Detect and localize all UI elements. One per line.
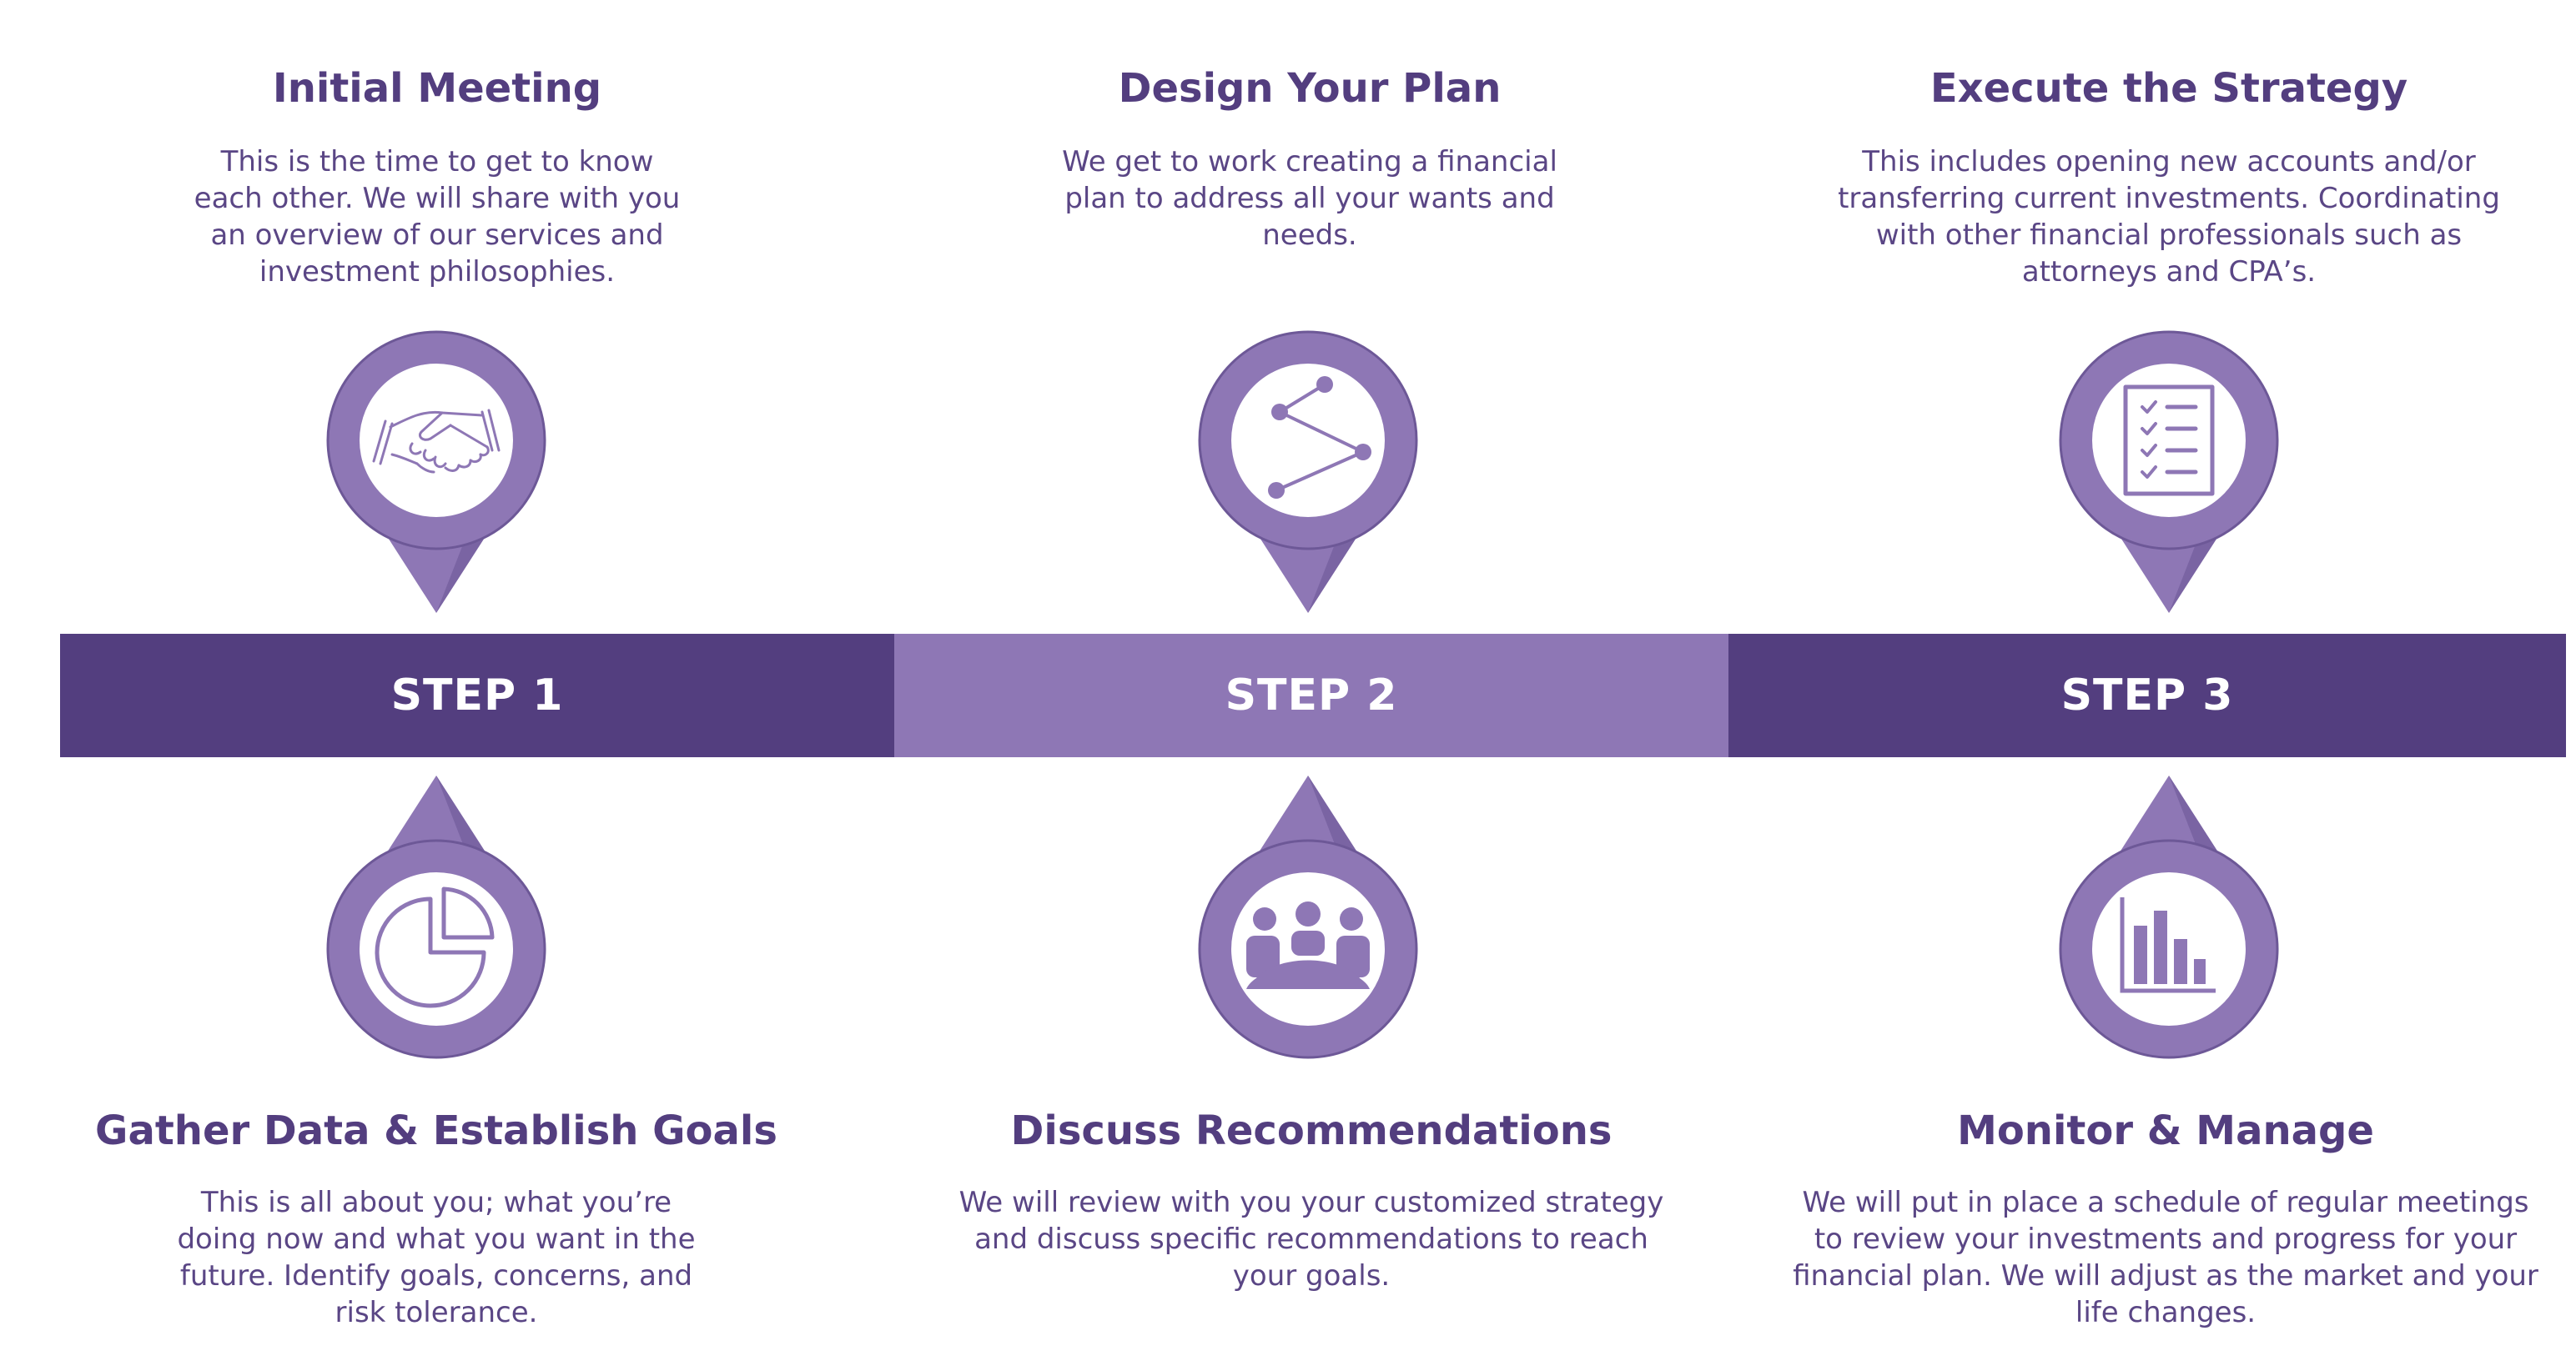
stage-title-monitor-manage: Monitor & Manage (1957, 1107, 2374, 1154)
handshake-icon (372, 409, 501, 474)
pin-monitor-manage (2059, 776, 2279, 1059)
desc-line: needs. (1262, 218, 1357, 252)
desc-line: future. Identify goals, concerns, and (179, 1259, 693, 1293)
step-band-3: STEP 3 (1728, 634, 2566, 757)
stage-title-execute-strategy: Execute the Strategy (1929, 65, 2408, 112)
step-band-1: STEP 1 (60, 634, 894, 757)
desc-line: risk tolerance. (335, 1296, 538, 1329)
stage-desc-execute-strategy: This includes opening new accounts and/o… (1802, 143, 2536, 290)
pin-discuss-recommendations (1198, 776, 1418, 1059)
desc-line: transferring current investments. Coordi… (1838, 182, 2500, 215)
desc-line: plan to address all your wants and (1064, 182, 1555, 215)
pin-gather-data (326, 776, 546, 1059)
desc-line: financial plan. We will adjust as the ma… (1793, 1259, 2538, 1293)
step-label: STEP 3 (2060, 670, 2234, 721)
desc-line: This is all about you; what you’re (200, 1186, 672, 1219)
desc-line: We get to work creating a financial (1062, 145, 1557, 178)
stage-title-gather-data: Gather Data & Establish Goals (95, 1107, 777, 1154)
desc-line: an overview of our services and (210, 218, 664, 252)
pin-design-your-plan (1198, 330, 1418, 613)
desc-line: each other. We will share with you (194, 182, 681, 215)
desc-line: to review your investments and progress … (1814, 1223, 2518, 1256)
pin-execute-strategy (2059, 330, 2279, 613)
desc-line: We will put in place a schedule of regul… (1802, 1186, 2529, 1219)
step-label: STEP 2 (1225, 670, 1398, 721)
stage-desc-design-your-plan: We get to work creating a financial plan… (1034, 143, 1585, 254)
stage-title-discuss-recommendations: Discuss Recommendations (1010, 1107, 1613, 1154)
stage-desc-gather-data: This is all about you; what you’re doing… (153, 1184, 720, 1331)
meeting-group-icon (1246, 901, 1370, 989)
desc-line: We will review with you your customized … (958, 1186, 1664, 1219)
desc-line: doing now and what you want in the (177, 1223, 696, 1256)
stage-desc-discuss-recommendations: We will review with you your customized … (928, 1184, 1695, 1294)
pie-chart-icon (375, 886, 495, 1008)
desc-line: investment philosophies. (259, 255, 616, 289)
stage-title-design-your-plan: Design Your Plan (1118, 65, 1502, 112)
desc-line: with other financial professionals such … (1875, 218, 2463, 252)
desc-line: life changes. (2075, 1296, 2257, 1329)
checklist-icon (2123, 384, 2215, 496)
share-nodes-icon (1268, 376, 1371, 499)
desc-line: This includes opening new accounts and/o… (1862, 145, 2476, 178)
desc-line: your goals. (1232, 1259, 1391, 1293)
stage-title-initial-meeting: Initial Meeting (272, 65, 602, 112)
desc-line: attorneys and CPA’s. (2021, 255, 2317, 289)
desc-line: and discuss specific recommendations to … (974, 1223, 1648, 1256)
desc-line: This is the time to get to know (220, 145, 654, 178)
bar-chart-icon (2120, 897, 2216, 993)
stage-desc-monitor-manage: We will put in place a schedule of regul… (1757, 1184, 2574, 1331)
step-label: STEP 1 (390, 670, 564, 721)
pin-initial-meeting (326, 330, 546, 613)
step-band-2: STEP 2 (894, 634, 1728, 757)
stage-desc-initial-meeting: This is the time to get to know each oth… (170, 143, 704, 290)
